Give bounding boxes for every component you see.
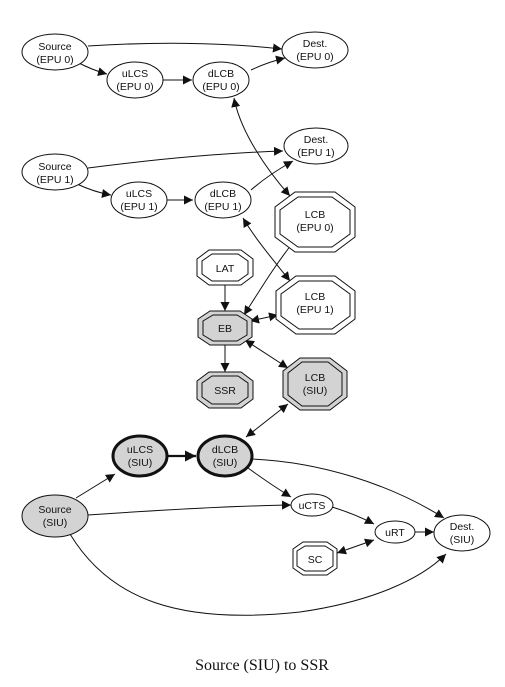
node-label-line1: dLCB (212, 444, 238, 456)
node-dlcb-epu0: dLCB (EPU 0) (192, 61, 250, 99)
node-ulcs-siu: uLCS (SIU) (111, 434, 169, 478)
edge-dlcb-epu1-to-dest-epu1 (250, 160, 294, 191)
edge-dlcb-siu-to-dest-siu (251, 458, 445, 519)
node-label-line2: (EPU 1) (204, 201, 241, 213)
node-label-line1: Source (38, 161, 71, 173)
node-label-line1: Source (38, 41, 71, 53)
nodes: Source (EPU 0) Dest. (EPU 0) uLCS (EPU 0… (21, 31, 491, 576)
node-dest-epu0: Dest. (EPU 0) (281, 31, 349, 69)
node-label-line2: (EPU 1) (297, 147, 334, 159)
node-lat: LAT (196, 249, 254, 286)
node-label-line1: Dest. (304, 134, 329, 146)
edge-source-epu1-to-ulcs-epu1 (76, 183, 112, 198)
node-source-siu: Source (SIU) (21, 494, 89, 538)
node-sc: SC (292, 541, 338, 576)
edge-source-siu-to-ulcs-siu (75, 473, 116, 499)
node-dlcb-epu1: dLCB (EPU 1) (194, 181, 252, 219)
node-label-line2: (SIU) (450, 534, 475, 546)
node-label-line1: EB (218, 323, 232, 335)
node-label-line2: (SIU) (303, 385, 328, 397)
edge-source-epu0-to-dest-epu0 (87, 42, 283, 53)
node-ucts: uCTS (290, 493, 334, 517)
node-label-line1: Dest. (303, 38, 328, 50)
node-label-line1: LAT (216, 263, 235, 275)
node-label-line2: (SIU) (128, 457, 153, 469)
node-label-line2: (SIU) (43, 517, 68, 529)
node-label-line1: uLCS (127, 444, 153, 456)
node-label-line2: (SIU) (213, 457, 238, 469)
node-label-line2: (EPU 0) (116, 81, 153, 93)
node-label-line1: LCB (305, 291, 325, 303)
node-lcb-siu: LCB (SIU) (282, 357, 348, 411)
node-dest-epu1: Dest. (EPU 1) (283, 127, 349, 165)
node-label-line1: LCB (305, 372, 325, 384)
node-label-line1: SC (308, 554, 323, 566)
node-label-line1: dLCB (208, 68, 234, 80)
node-label-line1: uCTS (299, 500, 326, 512)
node-label-line1: uRT (385, 527, 405, 539)
node-label-line2: (EPU 0) (296, 222, 333, 234)
node-label-line1: uLCS (122, 68, 148, 80)
node-label-line2: (EPU 1) (296, 304, 333, 316)
node-label-line2: (EPU 0) (36, 54, 73, 66)
node-label-line2: (EPU 0) (296, 51, 333, 63)
node-source-epu0: Source (EPU 0) (21, 33, 89, 71)
node-dest-siu: Dest. (SIU) (433, 514, 491, 552)
node-label-line2: (EPU 0) (202, 81, 239, 93)
node-label-line1: SSR (214, 385, 236, 397)
node-label-line2: (EPU 1) (120, 201, 157, 213)
node-lcb-epu1: LCB (EPU 1) (275, 275, 356, 335)
edge-source-siu-to-ucts (87, 500, 292, 516)
node-label-line1: Dest. (450, 521, 475, 533)
node-ulcs-epu0: uLCS (EPU 0) (106, 61, 164, 99)
node-label-line1: LCB (305, 209, 325, 221)
node-source-epu1: Source (EPU 1) (21, 153, 89, 191)
node-label-line1: Source (38, 504, 71, 516)
node-ulcs-epu1: uLCS (EPU 1) (110, 181, 168, 219)
edge-dlcb-epu0-to-dest-epu0 (250, 55, 286, 71)
node-eb: EB (197, 310, 253, 346)
edge-source-epu0-to-ulcs-epu0 (76, 61, 108, 77)
edge-dlcb-epu0-lcb-epu0 (231, 97, 291, 197)
edge-sc-urt (336, 538, 375, 555)
edges (69, 42, 447, 616)
edge-dlcb-siu-to-ucts (247, 467, 292, 498)
node-urt: uRT (374, 520, 416, 544)
edge-dlcb-siu-lcb-siu (245, 403, 289, 438)
edge-source-epu1-to-dest-epu1 (87, 146, 284, 169)
node-label-line2: (EPU 1) (36, 174, 73, 186)
edge-ucts-to-urt (331, 506, 375, 525)
node-lcb-epu0: LCB (EPU 0) (274, 191, 356, 253)
diagram-caption: Source (SIU) to SSR (195, 657, 329, 674)
edge-source-siu-to-dest-siu (69, 533, 447, 616)
edge-eb-lcb-siu (244, 339, 289, 369)
node-dlcb-siu: dLCB (SIU) (196, 434, 254, 478)
node-ssr: SSR (196, 371, 254, 409)
edge-eb-lcb-epu1 (249, 312, 279, 324)
node-label-line1: uLCS (126, 188, 152, 200)
node-label-line1: dLCB (210, 188, 236, 200)
